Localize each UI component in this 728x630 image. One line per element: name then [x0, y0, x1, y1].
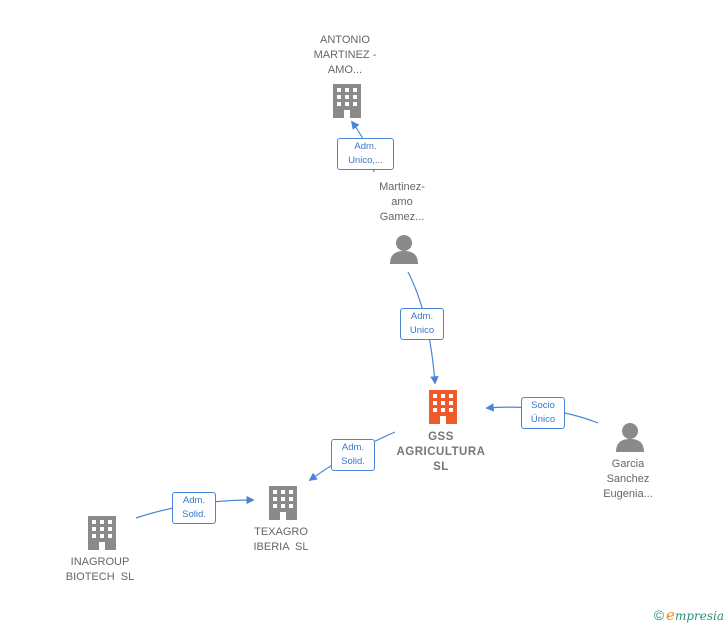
node-label-inagroup[interactable]: INAGROUP BIOTECH SL [65, 556, 135, 583]
building-icon[interactable] [333, 84, 361, 118]
building-icon[interactable] [88, 516, 116, 550]
person-icon[interactable] [390, 235, 418, 264]
node-label-antonio[interactable]: ANTONIO MARTINEZ - AMO... [313, 34, 377, 76]
copyright-icon: © [653, 607, 665, 623]
brand-watermark: ©empresia [654, 606, 724, 624]
person-icon[interactable] [616, 423, 644, 452]
building-icon[interactable] [269, 486, 297, 520]
edge-label-garcia-to-gss[interactable]: Socio Único [521, 397, 565, 429]
edge-label-gss-to-texagro[interactable]: Adm. Solid. [331, 439, 375, 471]
building-icon[interactable] [429, 390, 457, 424]
brand-initial: e [666, 606, 675, 624]
edge-label-martinez-to-antonio[interactable]: Adm. Unico,... [337, 138, 394, 170]
brand-name: mpresia [674, 609, 724, 623]
node-label-martinez[interactable]: Martinez- amo Gamez... [379, 181, 425, 223]
node-label-texagro[interactable]: TEXAGRO IBERIA SL [253, 526, 309, 553]
node-label-gss[interactable]: GSS AGRICULTURA SL [396, 431, 486, 473]
edge-label-martinez-to-gss[interactable]: Adm. Unico [400, 308, 444, 340]
edge-label-inagroup-to-texagro[interactable]: Adm. Solid. [172, 492, 216, 524]
node-label-garcia[interactable]: Garcia Sanchez Eugenia... [603, 458, 653, 500]
